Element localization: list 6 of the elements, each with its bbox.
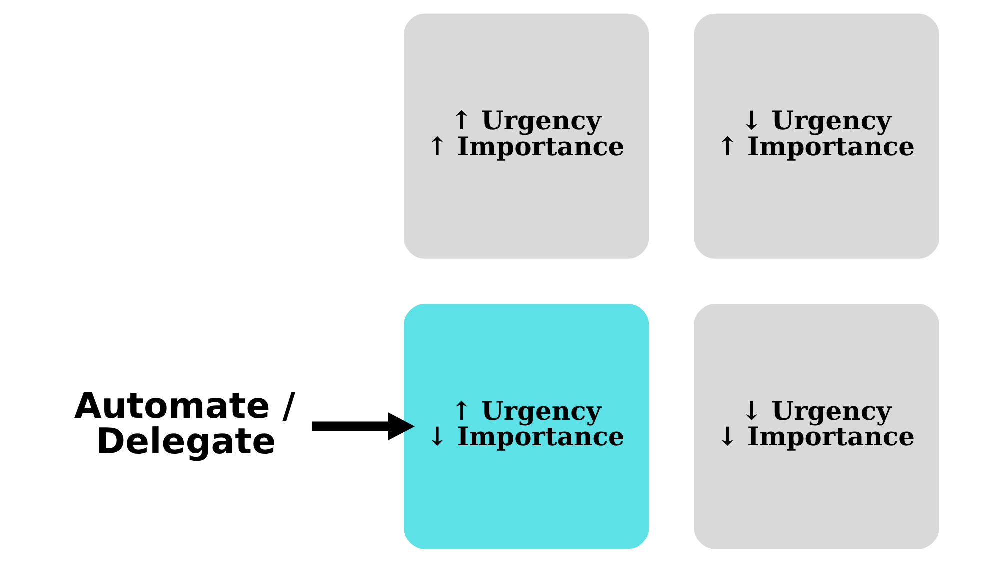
node-text: Automate / Delegate (74, 386, 296, 462)
node-box: ↓ Urgency ↓ Importance (694, 304, 940, 550)
node-box: ↓ Urgency ↑ Importance (694, 14, 940, 259)
arrow (312, 412, 416, 441)
node-box: ↑ Urgency ↑ Importance (404, 14, 650, 259)
node-box: ↑ Urgency ↓ Importance (404, 304, 650, 550)
